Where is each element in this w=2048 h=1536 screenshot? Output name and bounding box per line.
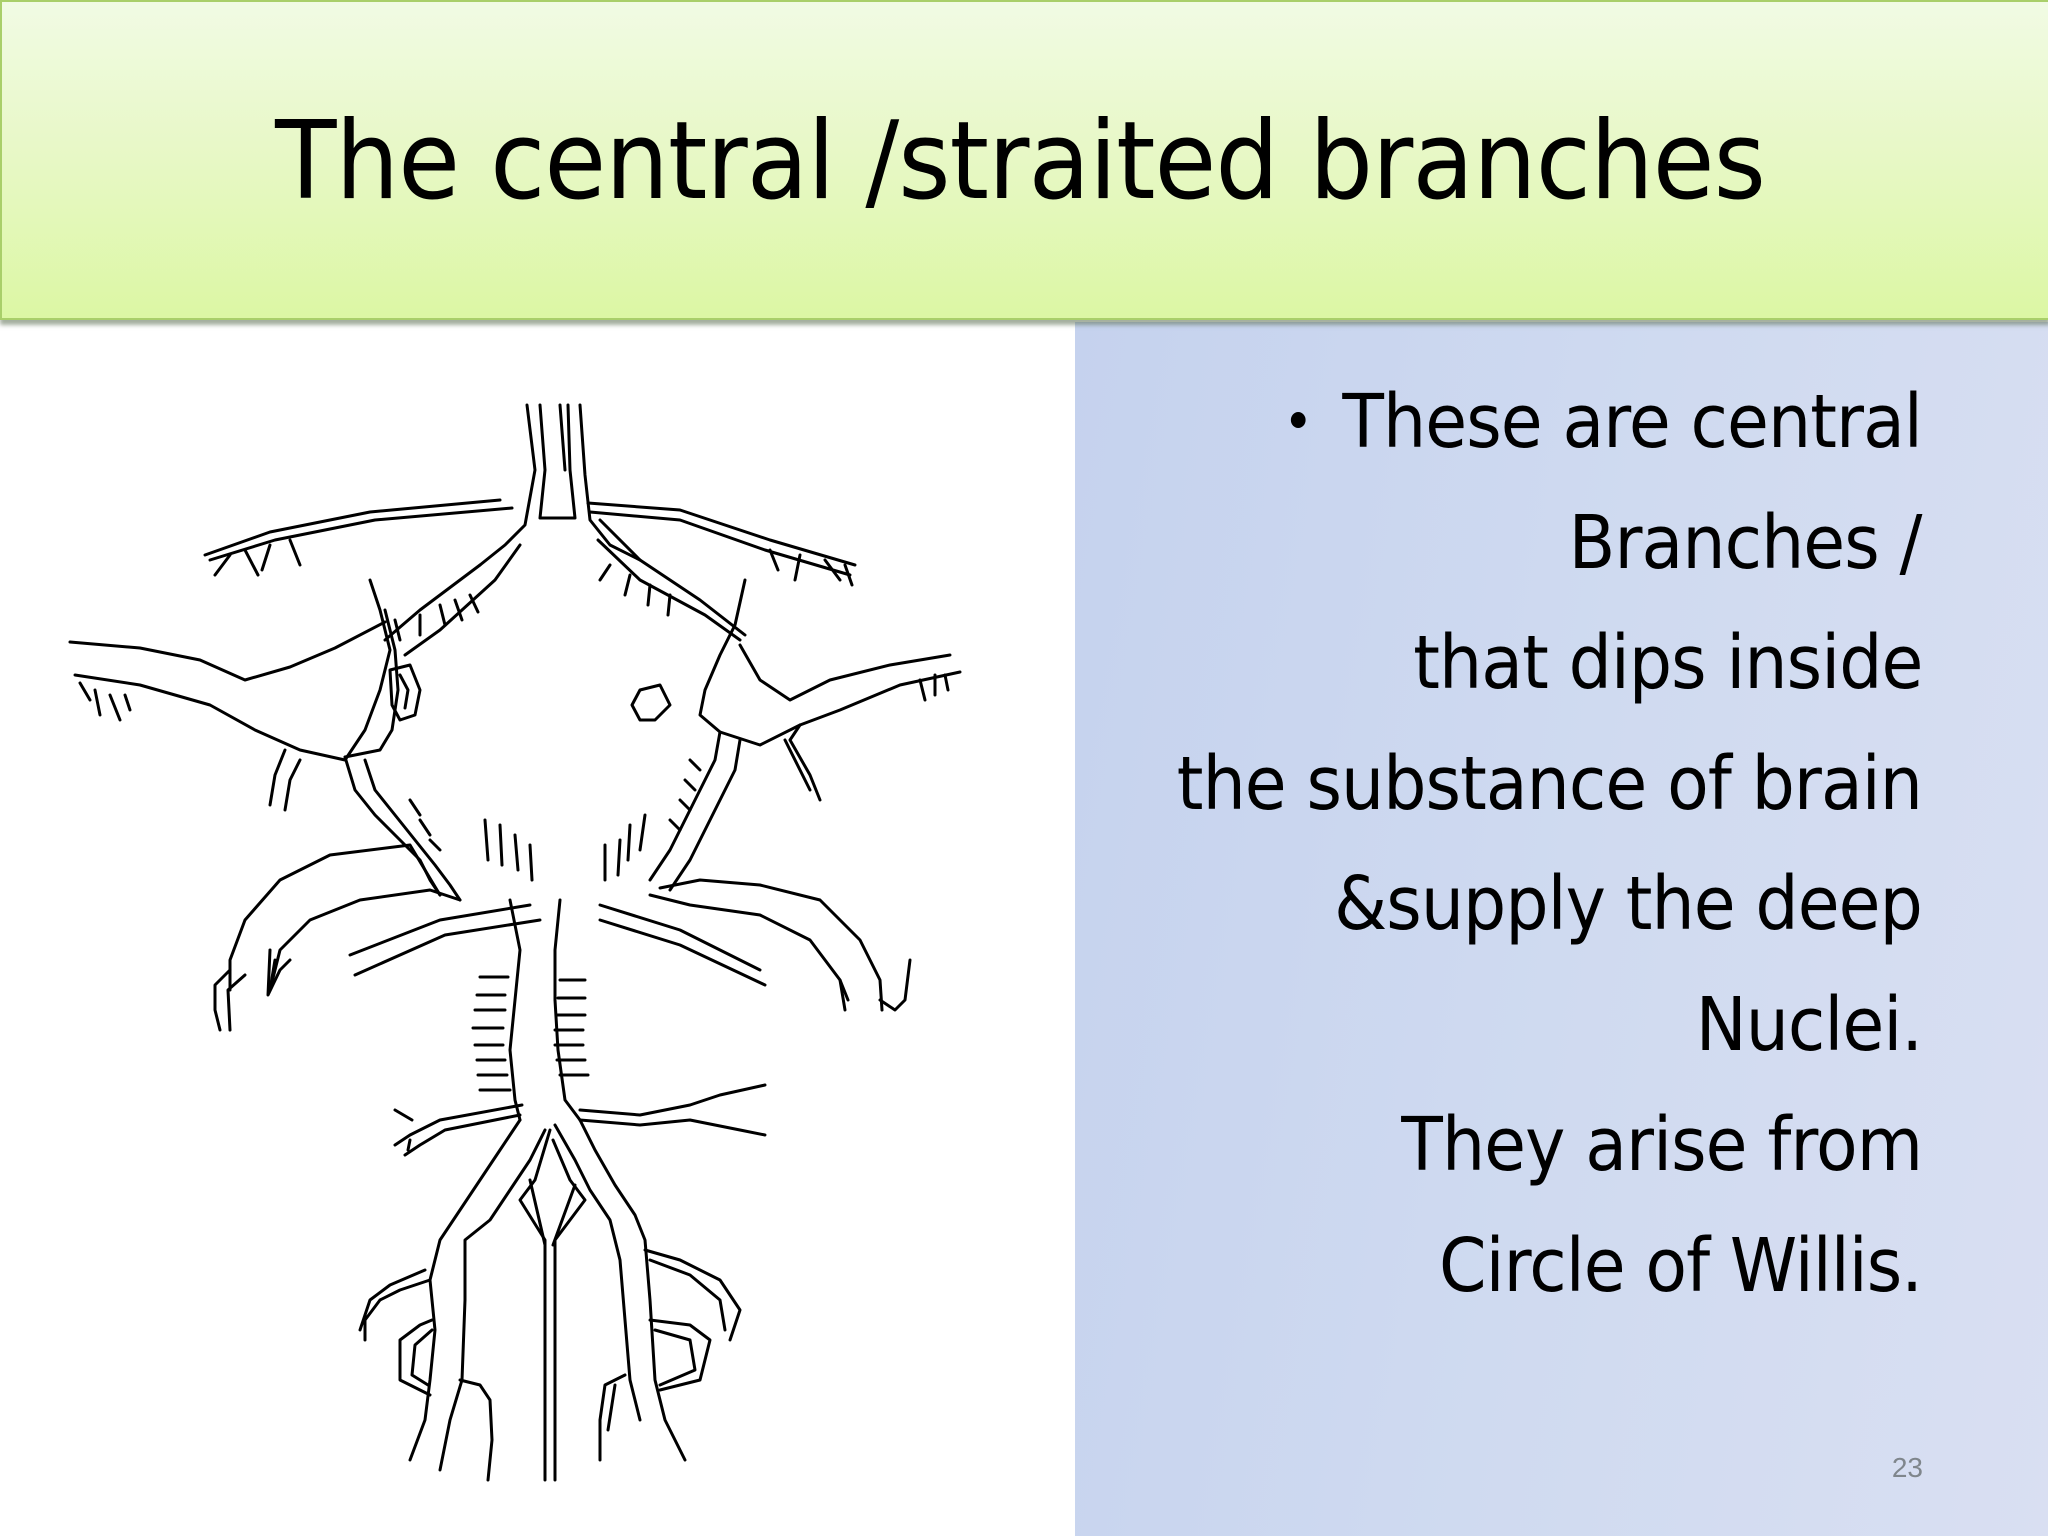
bullet-line-1: These are central [1062, 362, 1923, 483]
slide-title-bar: The central /straited branches [0, 0, 2048, 320]
slide-title: The central /straited branches [274, 98, 1766, 224]
bullet-line-2: Branches / [1569, 499, 1923, 586]
text-panel: These are central Branches / that dips i… [1075, 322, 2048, 1536]
bullet-text-block: These are central Branches / that dips i… [1062, 362, 1923, 1326]
bullet-line-7: They arise from [1401, 1102, 1923, 1188]
diagram-panel [0, 322, 1075, 1536]
circle-of-willis-diagram-icon [68, 403, 962, 1482]
bullet-line-4: the substance of brain [1176, 740, 1923, 827]
bullet-line-5: &supply the deep [1334, 861, 1923, 947]
bullet-icon [1290, 412, 1306, 429]
bullet-line-8: Circle of Willis. [1438, 1222, 1923, 1309]
slide-page-number: 23 [1891, 1452, 1923, 1483]
bullet-line-3: that dips inside [1412, 620, 1923, 706]
bullet-line-6: Nuclei. [1695, 981, 1923, 1068]
